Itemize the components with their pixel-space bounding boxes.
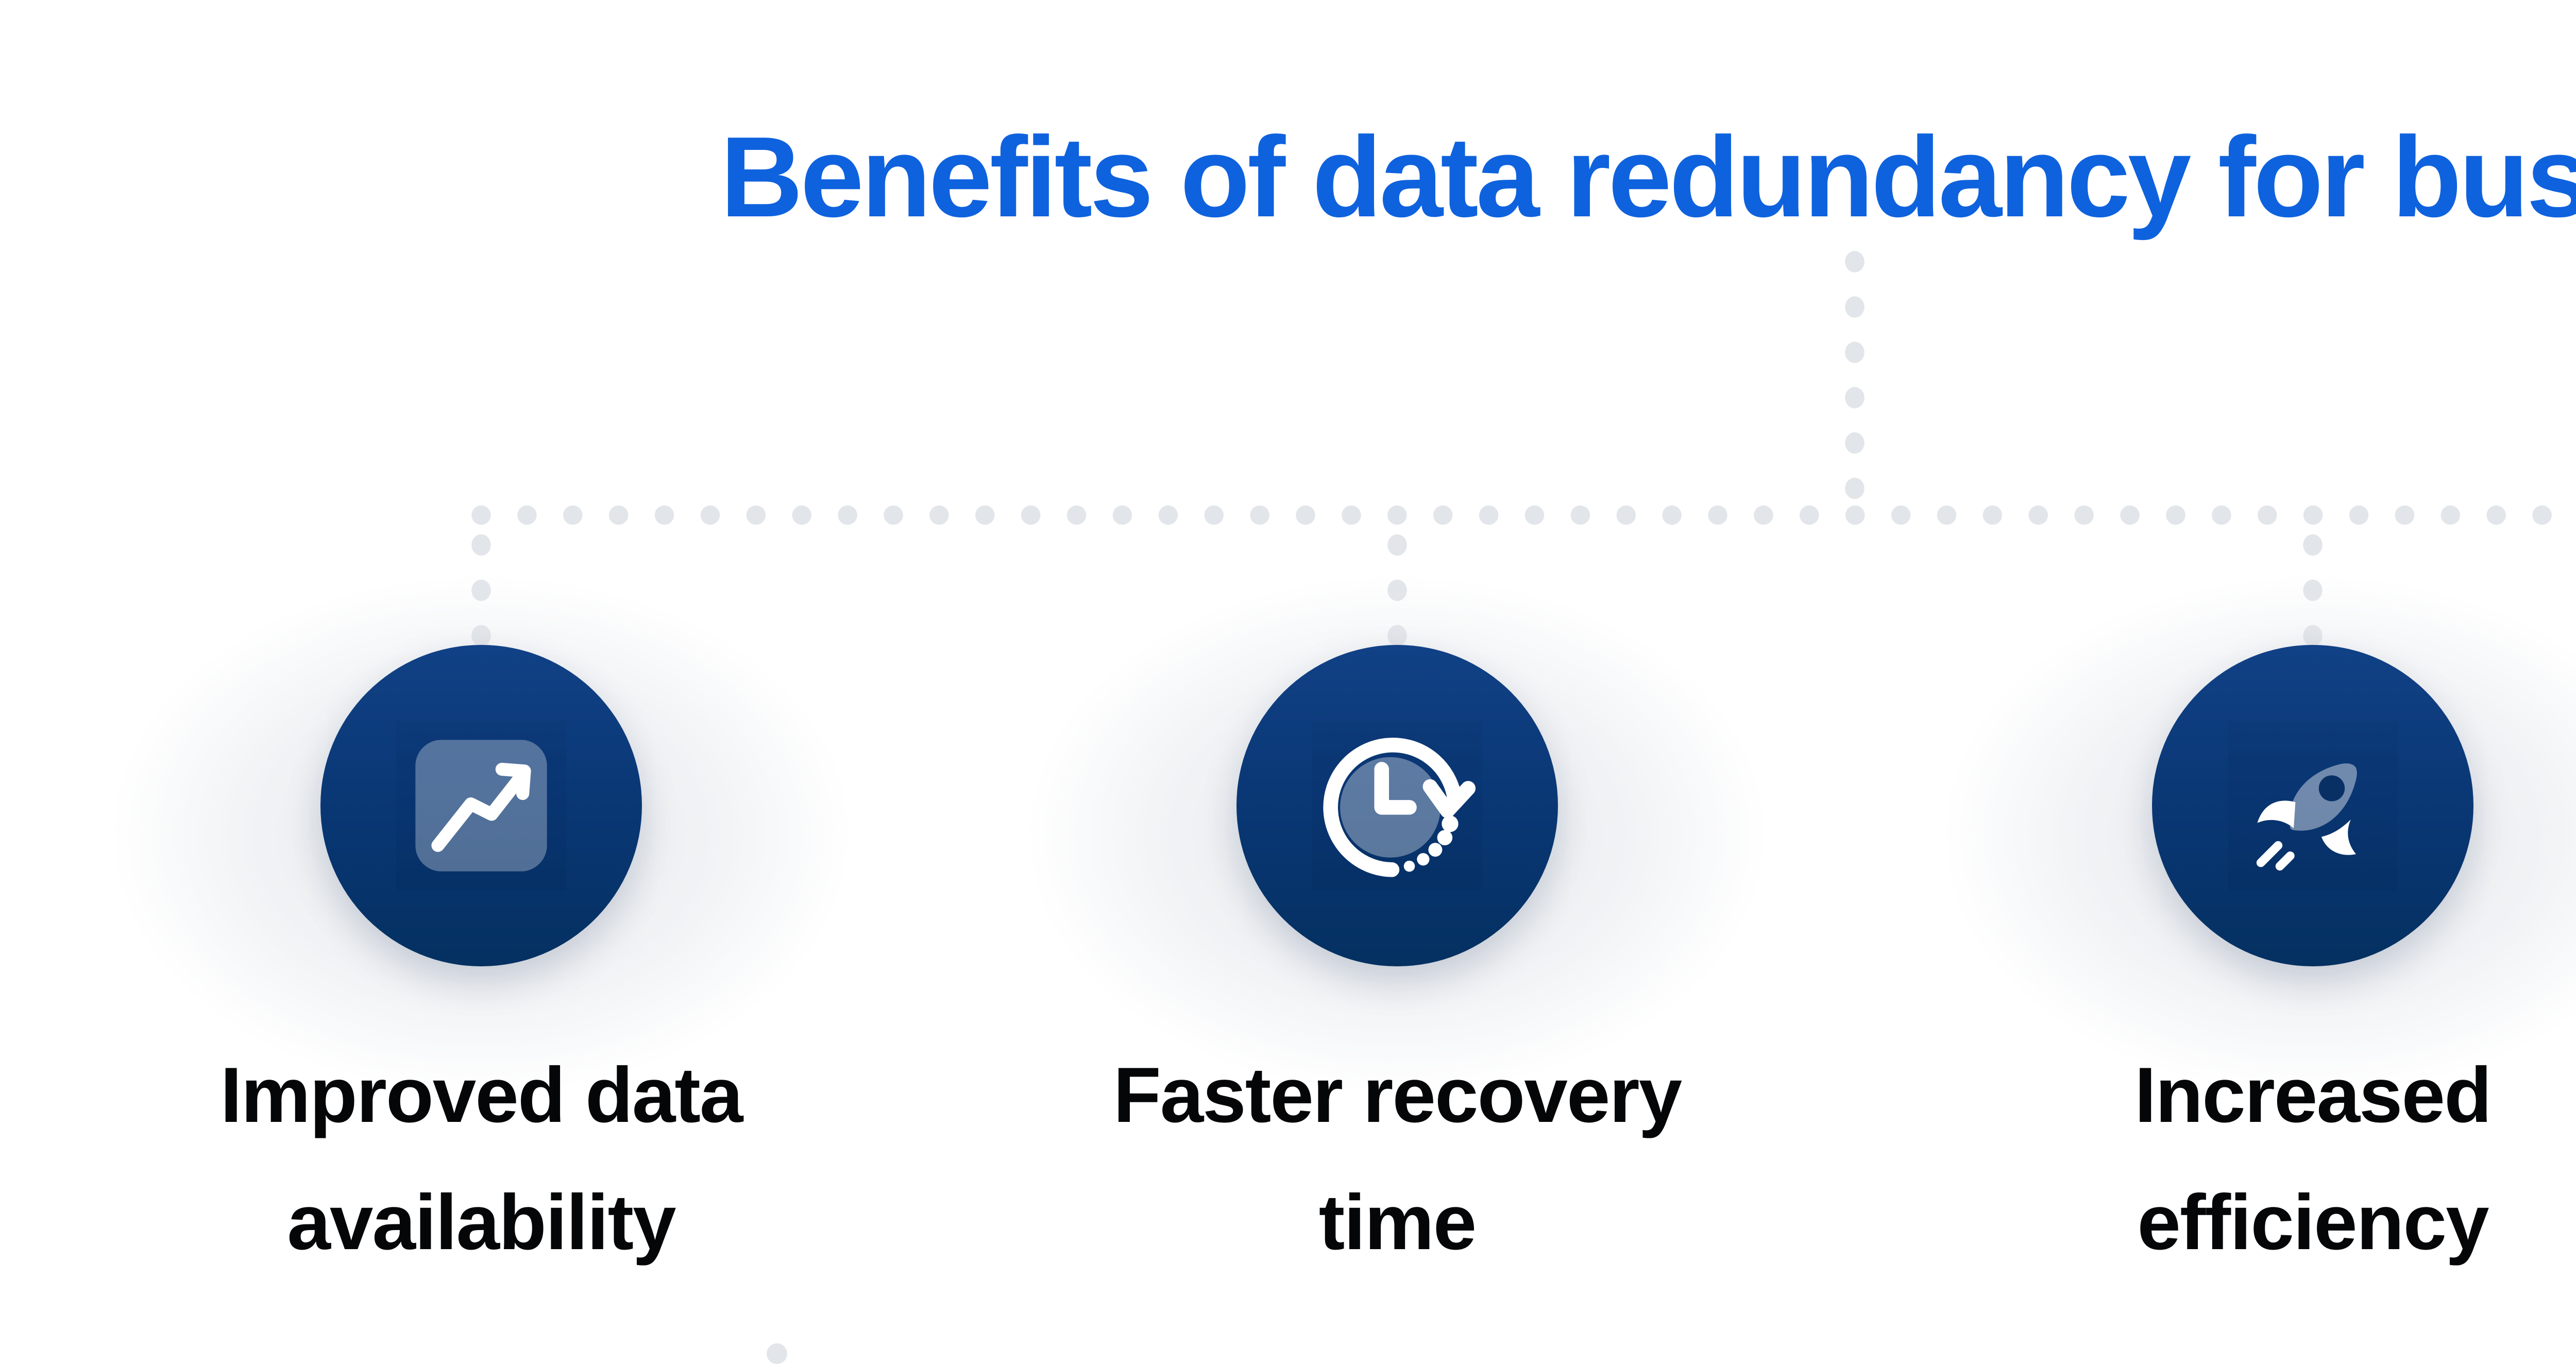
benefit-label: Increased efficiency	[1823, 1032, 2576, 1286]
page-title: Benefits of data redundancy for business…	[720, 113, 2576, 241]
benefit-column-faster-recovery-time: Faster recovery time	[882, 0, 1912, 1354]
benefit-label-line2: availability	[287, 1179, 676, 1266]
benefit-label-line2: efficiency	[2137, 1179, 2489, 1266]
benefit-column-improved-data-availability: Improved data availability	[0, 0, 996, 1354]
connector-stub-dotted-line	[1387, 534, 1407, 649]
icon-backdrop	[2228, 721, 2398, 891]
benefit-label-line1: Improved data	[220, 1051, 743, 1139]
clipped-connector-dot	[767, 1343, 787, 1364]
benefit-label: Faster recovery time	[908, 1032, 1887, 1286]
benefit-circle	[1236, 645, 1558, 966]
connector-stub-dotted-line	[2303, 534, 2323, 649]
benefit-circle	[2152, 645, 2473, 966]
benefit-circle	[320, 645, 642, 966]
clock-recovery-icon	[1323, 738, 1476, 877]
connector-stem-dotted-line	[1845, 250, 1865, 518]
benefit-label-line2: time	[1318, 1179, 1477, 1266]
trend-up-icon	[415, 740, 547, 872]
rocket-icon	[2256, 763, 2357, 871]
benefit-column-increased-efficiency: Increased efficiency	[1798, 0, 2576, 1354]
benefit-label: Improved data availability	[0, 1032, 971, 1286]
connector-stub-dotted-line	[471, 534, 491, 649]
benefit-label-line1: Faster recovery	[1113, 1051, 1682, 1139]
benefit-label-line1: Increased	[2134, 1051, 2492, 1139]
